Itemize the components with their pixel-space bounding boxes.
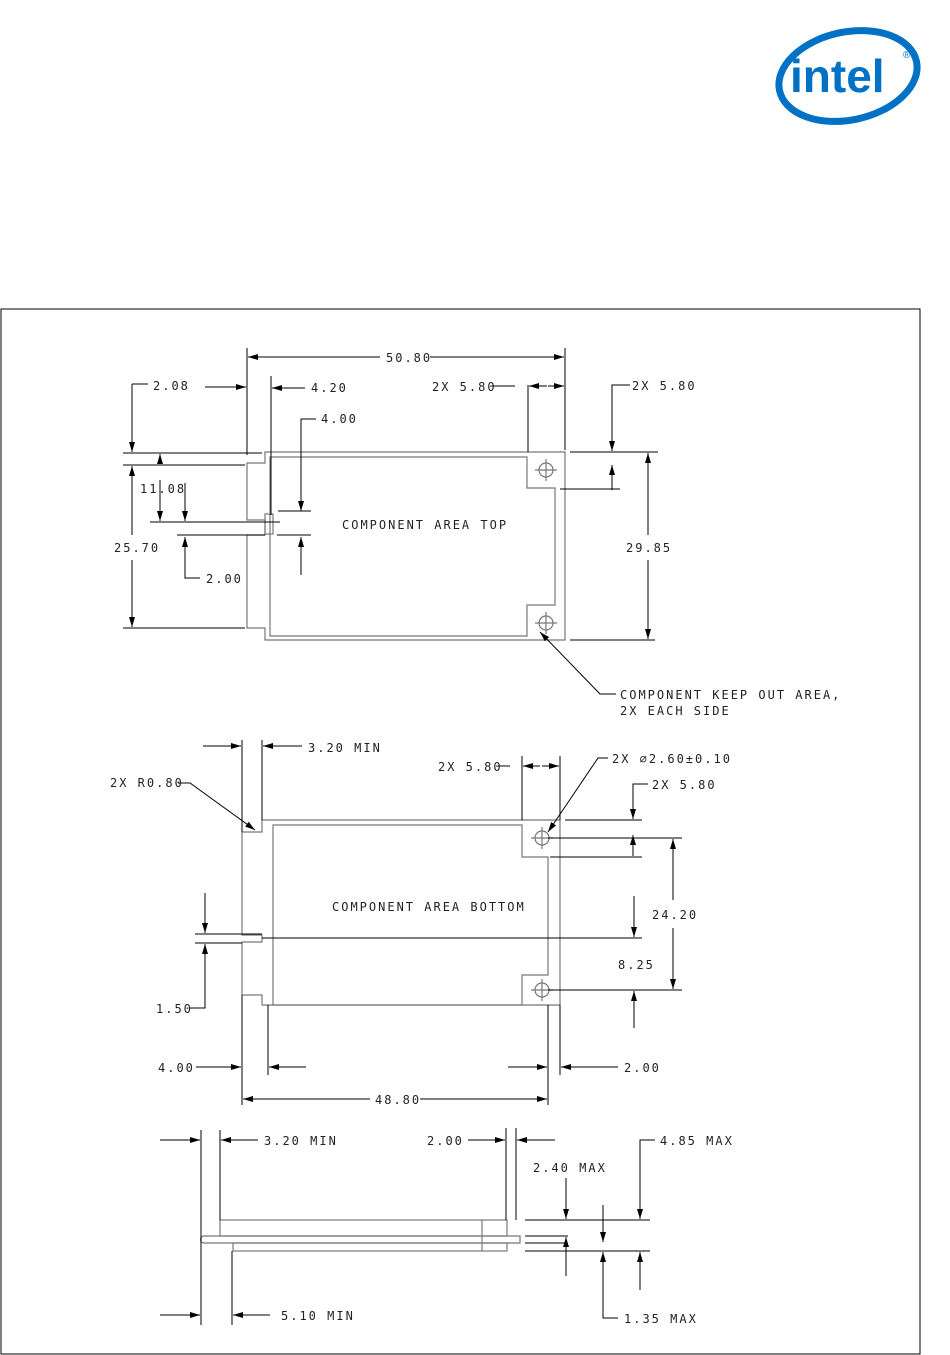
dim-hole-offset-y: 2X 5.80 [632,379,697,393]
dim-hole-offset-x-bottom: 2X 5.80 [438,760,503,774]
dim-tab-min: 3.20 MIN [308,741,382,755]
dim-hole-offset-y-bottom: 2X 5.80 [652,778,717,792]
intel-logo: intel ® [775,27,921,125]
dim-board-height: 29.85 [626,541,672,555]
dim-notch-width: 2.00 [206,572,243,586]
dim-corner-radius: 2X R0.80 [110,776,184,790]
top-area-label: COMPONENT AREA TOP [342,518,508,532]
dim-hole-to-notch: 8.25 [618,958,655,972]
dim-side-right-clear: 2.00 [427,1134,464,1148]
logo-text: intel [790,50,885,102]
dim-overall-length: 50.80 [386,351,432,365]
dim-edge-height: 25.70 [114,541,160,555]
dim-total-height: 4.85 MAX [660,1134,734,1148]
dim-tab-width: 4.20 [311,381,348,395]
dim-bottom-height: 1.35 MAX [624,1312,698,1326]
dim-hole-offset-x: 2X 5.80 [432,380,497,394]
dim-contact-min: 5.10 MIN [281,1309,355,1323]
dim-right-clear: 2.00 [624,1061,661,1075]
dim-left-offset: 2.08 [153,379,190,393]
bottom-area-label: COMPONENT AREA BOTTOM [332,900,526,914]
dim-length: 48.80 [375,1093,421,1107]
dim-notch-width-bottom: 1.50 [156,1002,193,1016]
keepout-note: COMPONENT KEEP OUT AREA, [620,688,841,702]
dim-side-tab-min: 3.20 MIN [264,1134,338,1148]
drawing-frame [0,308,921,1355]
dim-left-clear: 4.00 [158,1061,195,1075]
bottom-view: COMPONENT AREA BOTTOM 3.20 MIN 2X R0.80 … [110,740,732,1107]
side-view: 3.20 MIN 2.00 5.10 MIN 2.40 MAX 1.35 MAX… [160,1128,734,1326]
top-view: COMPONENT AREA TOP 50.80 2.08 4.20 2X 5.… [114,348,841,718]
dim-notch-depth: 4.00 [321,412,358,426]
registered-mark: ® [903,50,911,61]
dim-top-height: 2.40 MAX [533,1161,607,1175]
dim-hole-spacing: 24.20 [652,908,698,922]
dim-notch-pos: 11.08 [140,482,186,496]
dim-hole-diameter: 2X ∅2.60±0.10 [612,752,732,766]
keepout-note-2: 2X EACH SIDE [620,704,731,718]
